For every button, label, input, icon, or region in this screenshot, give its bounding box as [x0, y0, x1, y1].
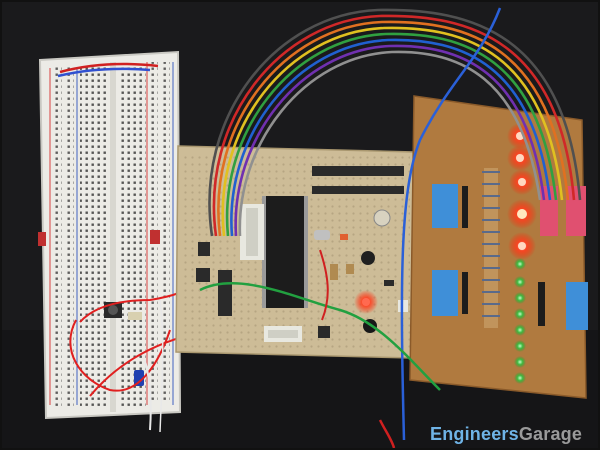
dip-switch-2 [432, 270, 458, 316]
dip-switch-1 [432, 184, 458, 228]
green-wire [199, 282, 441, 391]
green-led-column [514, 258, 526, 384]
jumper-wire-red [59, 62, 159, 74]
watermark-part-garage: Garage [518, 424, 583, 444]
microcontroller-chip [266, 196, 304, 308]
header-pink-2 [566, 186, 586, 236]
engineers-garage-watermark: EngineersGarage [430, 424, 582, 445]
breadboard [38, 50, 182, 420]
blue-wire [400, 7, 502, 441]
resistor-column [482, 171, 500, 317]
red-led-column [507, 123, 537, 260]
dip-switch-3 [566, 282, 588, 330]
led-dip-switch-board [409, 95, 588, 399]
watermark-part-engineers: Engineers [430, 424, 519, 444]
jumper-wire-blue [57, 67, 151, 78]
ribbon-cable [208, 8, 582, 237]
